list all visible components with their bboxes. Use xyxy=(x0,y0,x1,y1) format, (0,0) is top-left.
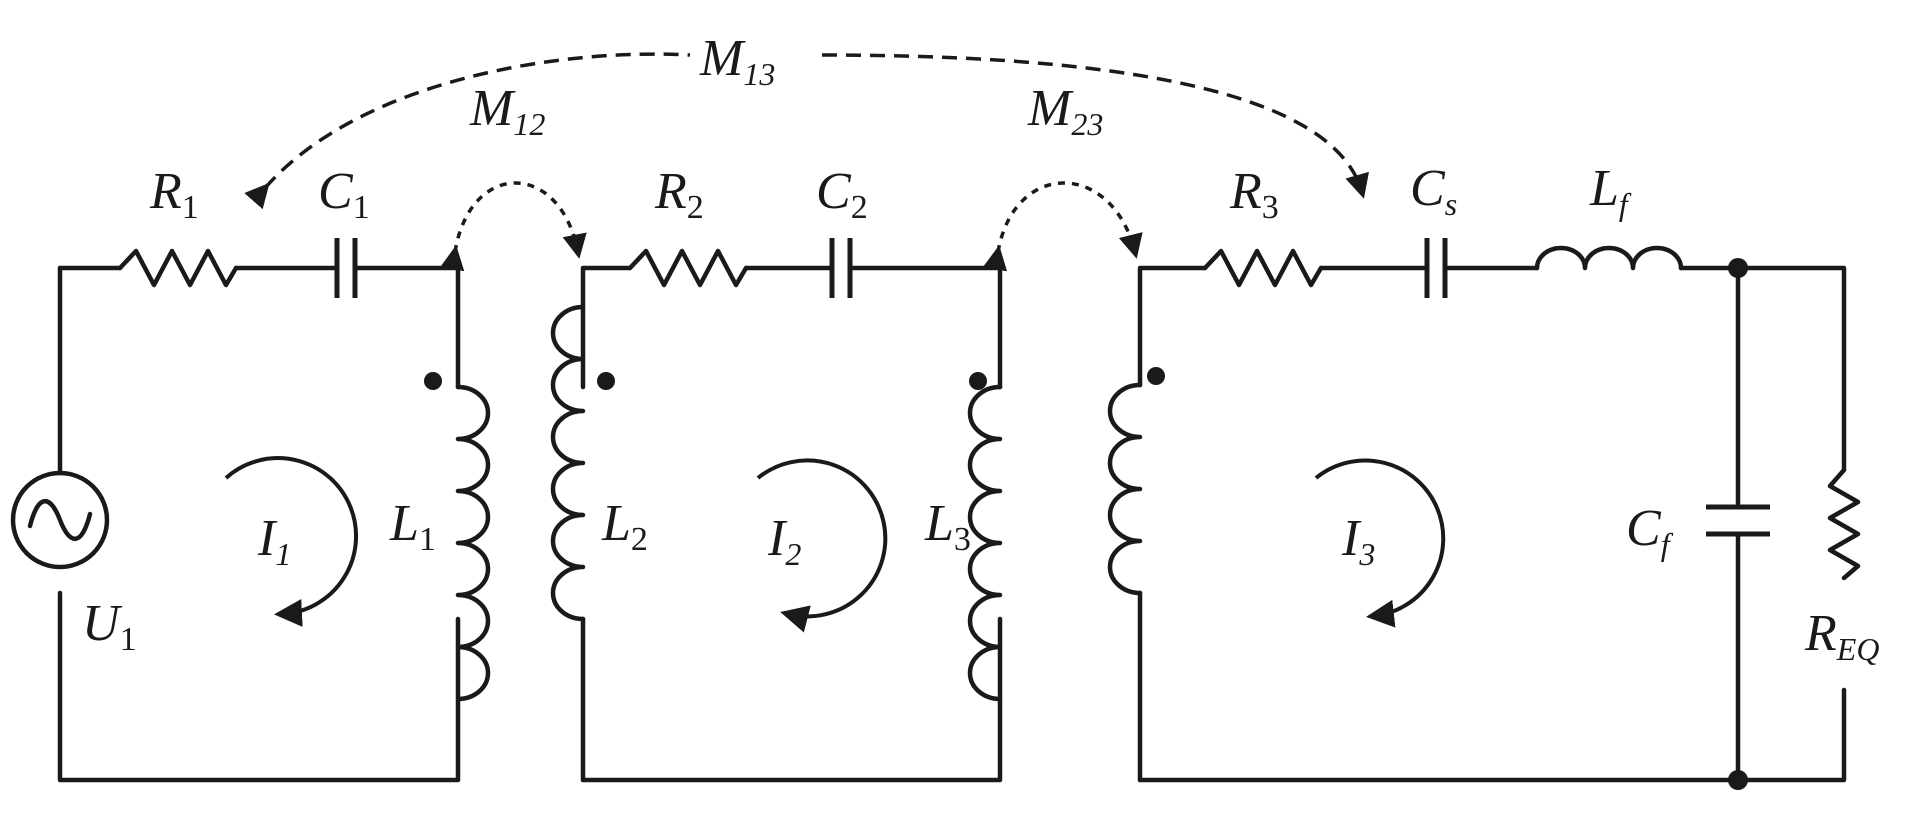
label-m13: M13 xyxy=(699,30,775,92)
label-l2: L2 xyxy=(601,495,648,558)
label-r1: R1 xyxy=(149,163,199,226)
inductor-l3 xyxy=(967,384,1003,702)
label-lf: Lf xyxy=(1589,160,1632,222)
label-m23: M23 xyxy=(1027,80,1103,142)
label-r2: R2 xyxy=(654,163,704,226)
mutual-arrow-m23 xyxy=(982,181,1143,272)
polarity-dot xyxy=(424,372,442,390)
label-r3: R3 xyxy=(1229,163,1279,226)
label-req: REQ xyxy=(1804,605,1879,667)
resistor-r1 xyxy=(117,248,239,288)
label-c2: C2 xyxy=(816,163,868,226)
label-l3: L3 xyxy=(924,495,971,558)
loop-3 xyxy=(1107,238,1861,790)
resistor-req xyxy=(1827,467,1861,581)
current-arrow-i1 xyxy=(224,456,359,627)
label-cs: Cs xyxy=(1410,160,1457,222)
label-i1: I1 xyxy=(257,510,291,572)
label-l1: L1 xyxy=(389,495,436,558)
inductor-l3-secondary xyxy=(1107,382,1143,596)
polarity-dot xyxy=(597,372,615,390)
inductor-lf xyxy=(1534,245,1684,271)
current-arrow-i2 xyxy=(756,458,888,633)
junction-dot xyxy=(1728,770,1748,790)
label-u1: U1 xyxy=(82,595,137,658)
mutual-arrow-m12 xyxy=(440,181,587,272)
label-cf: Cf xyxy=(1626,500,1674,562)
inductor-l2 xyxy=(550,304,586,622)
current-arrow-i3 xyxy=(1314,458,1446,628)
loop-2 xyxy=(550,238,1003,783)
inductor-l1 xyxy=(455,384,491,702)
polarity-dot xyxy=(1147,367,1165,385)
label-m12: M12 xyxy=(469,80,545,142)
mutual-arrow-m13 xyxy=(265,52,1362,192)
label-c1: C1 xyxy=(318,163,370,226)
polarity-dot xyxy=(969,372,987,390)
resistor-r2 xyxy=(627,248,749,288)
resistor-r3 xyxy=(1202,248,1324,288)
label-i2: I2 xyxy=(767,510,801,572)
label-i3: I3 xyxy=(1341,510,1375,572)
sine-icon xyxy=(27,499,93,541)
